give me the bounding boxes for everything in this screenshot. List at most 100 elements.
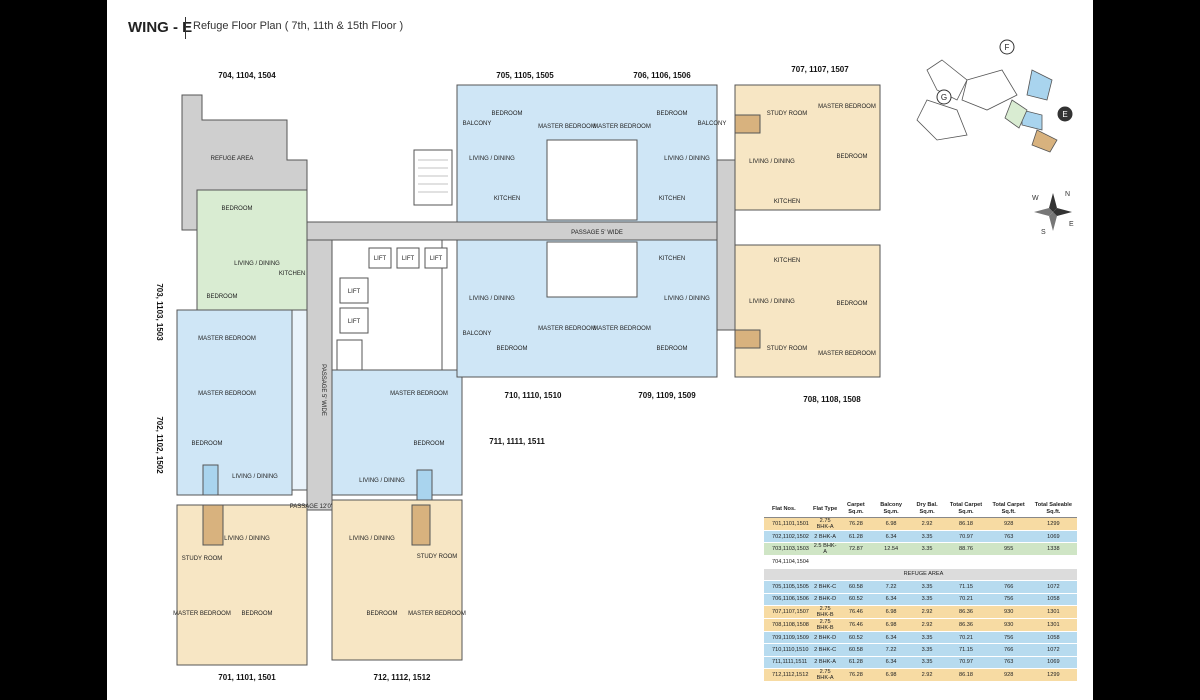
table-cell: 2 BHK-C (810, 643, 840, 657)
table-cell: 72.87 (839, 542, 873, 557)
flat-number-label: 712, 1112, 1512 (374, 673, 432, 682)
room-label: BALCONY (463, 121, 492, 127)
table-cell: 71.15 (944, 580, 988, 594)
flat-number-label: 706, 1106, 1506 (633, 71, 691, 80)
table-cell: 705,1105,1505 (764, 580, 811, 594)
table-cell: 6.98 (872, 668, 910, 683)
table-cell: 1072 (1029, 643, 1077, 657)
room-label: LIVING / DINING (469, 156, 515, 162)
room-label: BALCONY (698, 121, 727, 127)
shaft-702 (291, 309, 308, 491)
room-label: STUDY ROOM (182, 556, 223, 562)
room-label: MASTER BEDROOM (408, 611, 466, 617)
lift-cars (339, 247, 448, 334)
table-cell: 2.92 (909, 605, 945, 619)
stair-core (336, 339, 363, 371)
flat-702-block (176, 309, 293, 496)
compass-icon: N E S W (1032, 191, 1074, 236)
room-label: BEDROOM (656, 111, 687, 117)
key-plan-f: F (1005, 43, 1010, 52)
balcony-block (734, 114, 761, 134)
table-cell (944, 555, 988, 569)
room-label: MASTER BEDROOM (818, 104, 876, 110)
table-cell: 61.28 (839, 530, 873, 544)
table-cell: 3.35 (909, 593, 945, 606)
table-cell: 61.28 (839, 656, 873, 670)
room-label: BEDROOM (496, 346, 527, 352)
stair-treads (418, 159, 448, 193)
col-header: Carpet Sq.m. (839, 501, 873, 518)
table-cell: 928 (987, 517, 1030, 531)
key-plan: F G E (916, 39, 1073, 153)
room-label: BEDROOM (491, 111, 522, 117)
lift-void-mid (546, 241, 638, 298)
room-label: KITCHEN (659, 256, 685, 262)
table-cell: 1058 (1029, 593, 1077, 606)
table-cell: 763 (987, 530, 1030, 544)
table-cell: 1299 (1029, 517, 1077, 531)
table-cell: 763 (987, 656, 1030, 670)
room-label: KITCHEN (774, 199, 800, 205)
passage-12-label: PASSAGE 12'0" WIDE (290, 504, 351, 510)
table-cell: 70.97 (944, 656, 988, 670)
table-cell: 930 (987, 605, 1030, 619)
room-label: BEDROOM (366, 611, 397, 617)
flat-708-block (734, 244, 881, 378)
refuge-row-label: REFUGE AREA (764, 568, 1077, 582)
compass-n: N (1065, 191, 1070, 198)
col-header: Total Saleable Sq.ft. (1029, 501, 1077, 518)
flat-707-block (734, 84, 881, 211)
room-label: BALCONY (463, 331, 492, 337)
refuge-area-label: REFUGE AREA (211, 156, 254, 162)
table-cell: 766 (987, 580, 1030, 594)
table-cell (987, 555, 1030, 569)
room-label: MASTER BEDROOM (173, 611, 231, 617)
table-cell: 702,1102,1502 (764, 530, 811, 544)
table-cell: 86.36 (944, 605, 988, 619)
flat-number-label: 709, 1109, 1509 (638, 391, 696, 400)
table-cell: 1058 (1029, 631, 1077, 645)
flat-711-block (331, 369, 463, 496)
table-cell (1029, 555, 1077, 569)
flat-number-label: 703, 1103, 1503 (155, 283, 164, 341)
refuge-row: REFUGE AREA (764, 568, 1077, 582)
room-label: MASTER BEDROOM (593, 124, 651, 130)
room-label: BEDROOM (241, 611, 272, 617)
table-cell: 6.34 (872, 631, 910, 645)
table-cell: 7.22 (872, 580, 910, 594)
flat-number-label: 707, 1107, 1507 (791, 65, 849, 74)
wing-title: WING - E (128, 19, 193, 36)
passage-horizontal (306, 221, 728, 241)
room-label: STUDY ROOM (417, 554, 458, 560)
col-header: Flat Type (810, 501, 840, 518)
room-label: MASTER BEDROOM (538, 124, 596, 130)
room-label: STUDY ROOM (767, 346, 808, 352)
balcony-block (734, 329, 761, 349)
table-cell: 2.92 (909, 618, 945, 632)
table-cell: 709,1109,1509 (764, 631, 811, 645)
room-label: BEDROOM (836, 301, 867, 307)
room-label: LIVING / DINING (664, 296, 710, 302)
table-cell: 711,1111,1511 (764, 656, 811, 670)
table-cell: 76.46 (839, 618, 873, 632)
balcony-block (202, 504, 224, 546)
table-cell: 88.76 (944, 542, 988, 557)
header-divider (185, 17, 186, 39)
table-cell: 70.21 (944, 593, 988, 606)
table-cell: 60.58 (839, 580, 873, 594)
table-cell: 12.54 (872, 542, 910, 557)
passage-vertical (306, 239, 333, 511)
room-label: BEDROOM (656, 346, 687, 352)
table-cell: 2.75 BHK-A (810, 517, 840, 531)
table-cell: 2 BHK-C (810, 580, 840, 594)
table-cell (810, 555, 840, 569)
table-cell: 6.34 (872, 530, 910, 544)
flat-number-label: 711, 1111, 1511 (489, 437, 545, 446)
table-cell: 707,1107,1507 (764, 605, 811, 619)
room-label: STUDY ROOM (767, 111, 808, 117)
key-plan-g: G (941, 93, 947, 102)
area-table-header: Flat Nos. Flat Type Carpet Sq.m. Balcony… (764, 501, 1077, 518)
